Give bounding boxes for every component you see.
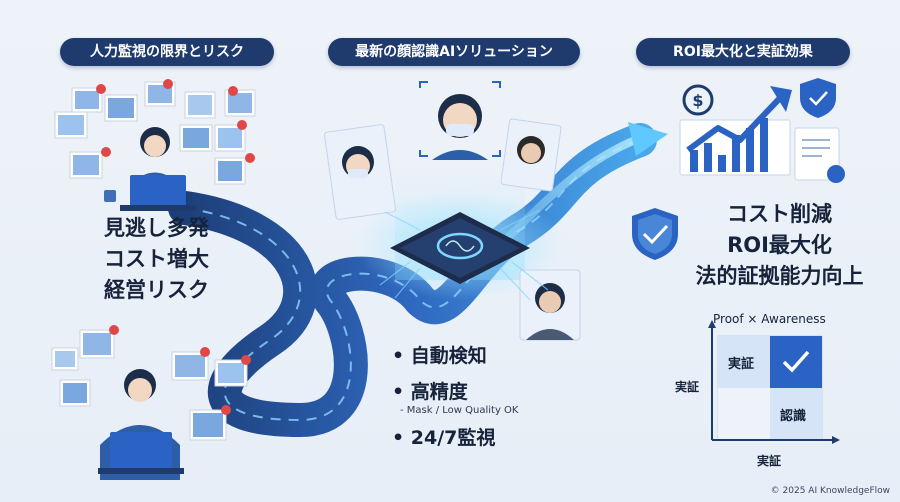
feature-item: • 高精度: [392, 381, 468, 403]
left-problem-list: 見逃し多発 コスト増大 経営リスク: [104, 213, 209, 306]
dollar-icon: $: [682, 84, 714, 116]
matrix-y-label: 実証: [675, 380, 700, 394]
feature-item: • 24/7監視: [392, 427, 496, 449]
face-scan-icon: [419, 81, 501, 160]
masked-face-icon: [324, 124, 396, 220]
document-icon: [794, 127, 845, 183]
checkmark-icon: [782, 350, 810, 373]
copyright: © 2025 AI KnowledgeFlow: [770, 486, 890, 496]
matrix-title: Proof × Awareness: [713, 312, 826, 326]
benefit-line: ROI最大化: [727, 233, 832, 257]
right-section-title: ROI最大化と実証効果: [636, 38, 850, 66]
center-section-title: 最新の顔認識AIソリューション: [328, 38, 580, 66]
center-illustration: [324, 81, 581, 341]
right-benefit-list: コスト削減 ROI最大化 法的証拠能力向上: [692, 199, 867, 292]
benefit-line: コスト削減: [727, 202, 832, 226]
alert-x-icon: [109, 325, 251, 415]
center-feature-list: • 自動検知 • 高精度 - Mask / Low Quality OK • 2…: [392, 344, 518, 450]
arrow-head-icon: [628, 122, 668, 156]
photo-frame-icon: [51, 329, 248, 441]
man-face-icon: [519, 269, 581, 341]
left-section-title: 人力監視の限界とリスク: [60, 38, 274, 66]
svg-text:$: $: [692, 91, 703, 110]
trend-arrow-icon: [686, 86, 792, 153]
benefit-line: 法的証拠能力向上: [695, 264, 864, 288]
feature-item: • 自動検知: [392, 345, 487, 367]
feature-subnote: - Mask / Low Quality OK: [400, 405, 519, 416]
matrix-cell-top-left: 実証: [728, 357, 755, 372]
right-top-illustration: $: [632, 78, 845, 260]
matrix-x-label: 実証: [757, 454, 782, 468]
laptop-icon: [98, 432, 184, 474]
brain-chip-icon: [379, 209, 549, 301]
problem-line: コスト増大: [104, 247, 209, 271]
shield-check-icon: [800, 78, 836, 118]
laptop-icon: [120, 175, 196, 211]
photo-frame-icon: [54, 81, 256, 185]
alert-x-icon: [96, 79, 255, 163]
shield-check-icon: [632, 208, 678, 260]
left-top-illustration: [54, 79, 256, 211]
woman-face-icon: [500, 118, 562, 192]
problem-line: 見逃し多発: [104, 216, 209, 240]
left-bottom-illustration: [51, 325, 251, 480]
mug-icon: [104, 190, 116, 202]
matrix-cell-bottom-right: 認識: [780, 409, 807, 424]
problem-line: 経営リスク: [104, 278, 209, 302]
proof-awareness-matrix: [708, 320, 840, 444]
